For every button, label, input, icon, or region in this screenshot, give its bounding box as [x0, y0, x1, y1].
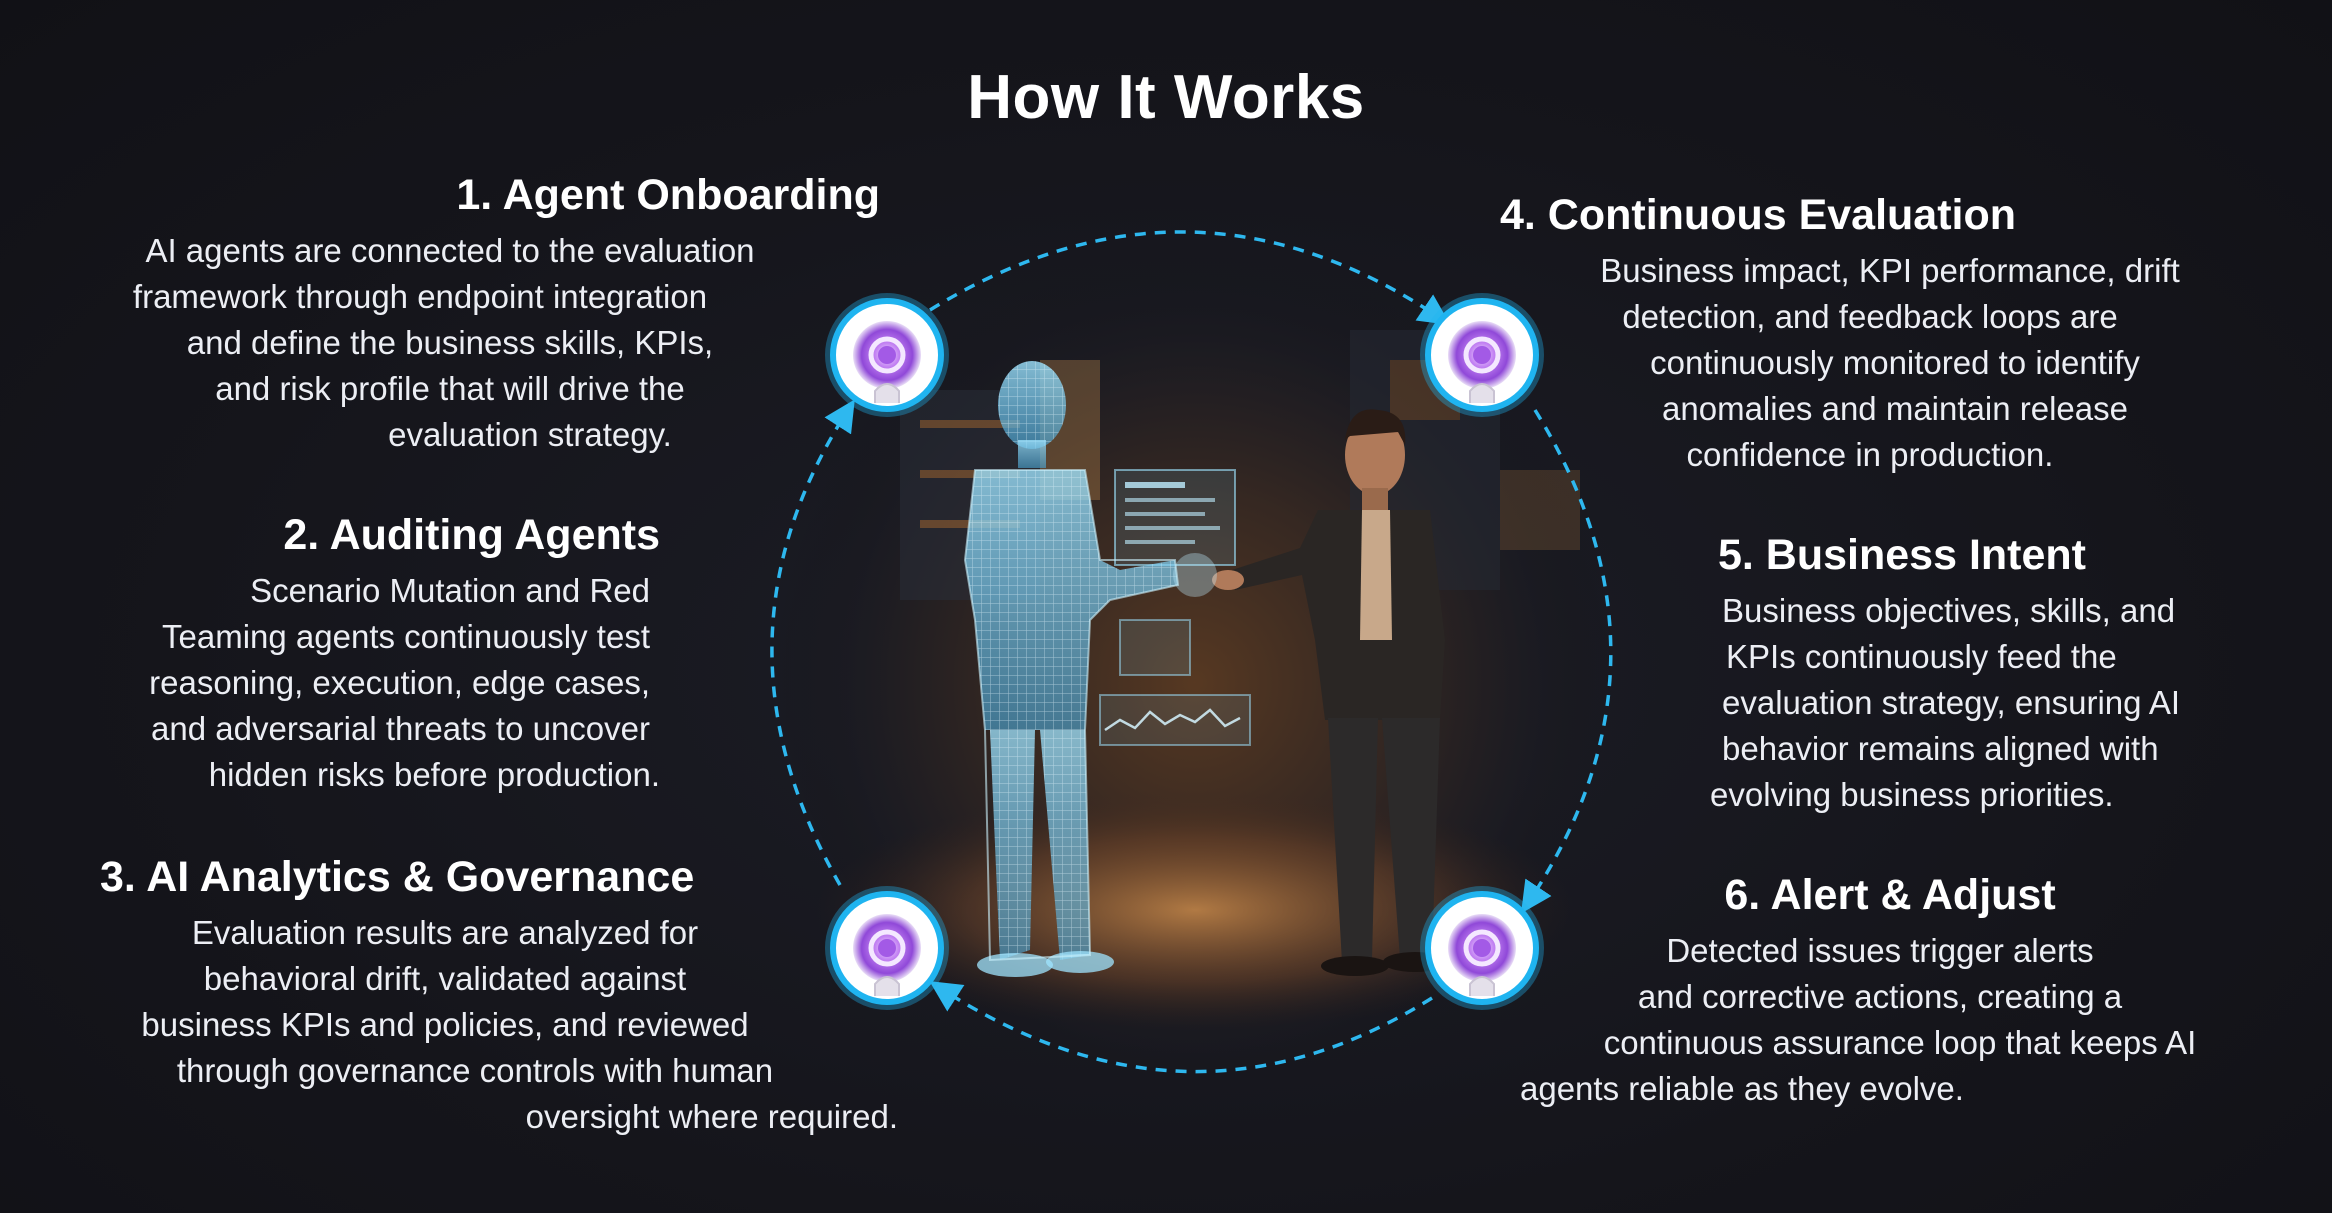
description-line: Detected issues trigger alerts [1666, 932, 2094, 969]
description-line: business KPIs and policies, and reviewed [141, 1006, 749, 1043]
arrow-left [770, 399, 855, 886]
step-business-intent: 5. Business Intent Business objectives, … [1710, 528, 2270, 818]
description-line: oversight where required. [525, 1098, 898, 1135]
arrow-bottom [929, 981, 1433, 1074]
step-description: Detected issues trigger alerts and corre… [1520, 928, 2240, 1112]
description-line: framework through endpoint integration [132, 278, 708, 315]
step-description: Business objectives, skills, and KPIs co… [1710, 588, 2270, 818]
handshake-glow [1173, 553, 1217, 597]
node-ai-analytics [825, 886, 949, 1010]
step-description: Business impact, KPI performance, drift … [1500, 248, 2240, 478]
step-agent-onboarding: 1. Agent Onboarding AI agents are connec… [60, 168, 880, 458]
step-continuous-evaluation: 4. Continuous Evaluation Business impact… [1500, 188, 2260, 478]
step-alert-adjust: 6. Alert & Adjust Detected issues trigge… [1520, 868, 2240, 1112]
step-heading: 3. AI Analytics & Governance [100, 853, 695, 901]
description-line: behavior remains aligned with [1722, 730, 2159, 767]
description-line: anomalies and maintain release [1662, 390, 2128, 427]
description-line: AI agents are connected to the evaluatio… [145, 232, 755, 269]
page-title: How It Works [967, 63, 1365, 132]
step-description: Evaluation results are analyzed for beha… [60, 910, 898, 1140]
description-line: continuous assurance loop that keeps AI [1603, 1024, 2197, 1061]
arrow-right [1521, 409, 1613, 914]
description-line: detection, and feedback loops are [1622, 298, 2118, 335]
description-line: agents reliable as they evolve. [1520, 1070, 1964, 1107]
description-line: and define the business skills, KPIs, [186, 324, 714, 361]
description-line: evaluation strategy, ensuring AI [1722, 684, 2181, 721]
description-line: Business impact, KPI performance, drift [1600, 252, 2180, 289]
description-line: Teaming agents continuously test [162, 618, 650, 655]
description-line: hidden risks before production. [208, 756, 660, 793]
step-description: Scenario Mutation and Red Teaming agents… [60, 568, 660, 798]
description-line: behavioral drift, validated against [203, 960, 687, 997]
node-alert-adjust [1420, 886, 1544, 1010]
description-line: reasoning, execution, edge cases, [149, 664, 650, 701]
step-heading: 5. Business Intent [1718, 531, 2086, 579]
step-heading: 4. Continuous Evaluation [1500, 191, 2017, 239]
businessman [1212, 409, 1447, 976]
step-heading: 1. Agent Onboarding [456, 171, 880, 219]
step-heading: 6. Alert & Adjust [1724, 871, 2056, 919]
description-line: and corrective actions, creating a [1637, 978, 2123, 1015]
node-agent-onboarding [825, 293, 949, 417]
node-continuous-evaluation [1420, 293, 1544, 417]
description-line: confidence in production. [1686, 436, 2054, 473]
description-line: continuously monitored to identify [1650, 344, 2140, 381]
description-line: evolving business priorities. [1710, 776, 2114, 813]
description-line: Evaluation results are analyzed for [191, 914, 699, 951]
step-heading: 2. Auditing Agents [283, 511, 660, 559]
step-auditing-agents: 2. Auditing Agents Scenario Mutation and… [60, 508, 660, 798]
cycle-arrows [770, 230, 1613, 1074]
step-description: AI agents are connected to the evaluatio… [60, 228, 840, 458]
description-line: KPIs continuously feed the [1726, 638, 2117, 675]
description-line: Scenario Mutation and Red [250, 572, 650, 609]
hologram-screens [1099, 469, 1251, 746]
description-line: and adversarial threats to uncover [151, 710, 650, 747]
description-line: through governance controls with human [176, 1052, 774, 1089]
description-line: and risk profile that will drive the [215, 370, 685, 407]
description-line: evaluation strategy. [388, 416, 672, 453]
hologram-wireframe-man [963, 361, 1180, 977]
step-ai-analytics-governance: 3. AI Analytics & Governance Evaluation … [60, 850, 898, 1140]
description-line: Business objectives, skills, and [1722, 592, 2176, 629]
arrow-top [929, 230, 1451, 326]
